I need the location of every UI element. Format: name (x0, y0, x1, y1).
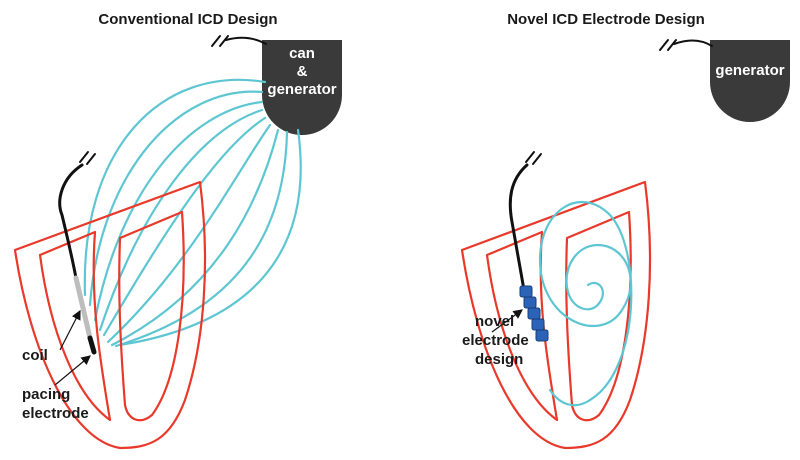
can-generator-body (262, 40, 342, 135)
coil-arrow (59, 309, 81, 351)
lead-wire-right (508, 163, 529, 292)
lead-wire (58, 163, 84, 280)
novel-title: Novel ICD Electrode Design (507, 11, 705, 28)
novel-panel: Novel ICD Electrode Design generator nov (460, 11, 790, 450)
conventional-title: Conventional ICD Design (98, 11, 277, 28)
conventional-panel: Conventional ICD Design can & generator (13, 11, 342, 450)
electrode-segment (535, 329, 549, 342)
novel-label-line1: novel (475, 313, 514, 330)
pacing-label-line2: electrode (22, 405, 89, 422)
pacing-arrow (54, 355, 91, 386)
lead-break-icon-right (525, 151, 542, 165)
shock-coil (73, 275, 93, 341)
can-label: can (289, 45, 315, 62)
electrode-segment (523, 296, 537, 309)
novel-label-line3: design (475, 351, 523, 368)
electrode-segment (519, 285, 533, 298)
generator-body (710, 40, 790, 122)
field-tail (548, 388, 592, 407)
pacing-electrode (87, 335, 97, 355)
heart-outline-right (460, 180, 652, 450)
cable-break-icon-right (659, 39, 677, 51)
cable-break-icon (211, 35, 229, 47)
coil-label: coil (22, 347, 48, 364)
lead-break-icon (79, 151, 96, 165)
electrode-segment (527, 307, 541, 320)
pacing-label-line1: pacing (22, 386, 70, 403)
novel-electrode (519, 285, 549, 342)
novel-arrow (491, 309, 523, 333)
heart-outline (13, 180, 207, 450)
generator-label-right: generator (715, 62, 784, 79)
novel-label-line2: electrode (462, 332, 529, 349)
generator-cable (225, 36, 267, 45)
electrode-segment (531, 318, 545, 331)
generator-label: generator (267, 81, 336, 98)
electric-field-lines (83, 78, 302, 348)
spiral-field (538, 201, 633, 402)
generator-cable-right (673, 39, 713, 47)
ampersand-label: & (297, 63, 308, 80)
